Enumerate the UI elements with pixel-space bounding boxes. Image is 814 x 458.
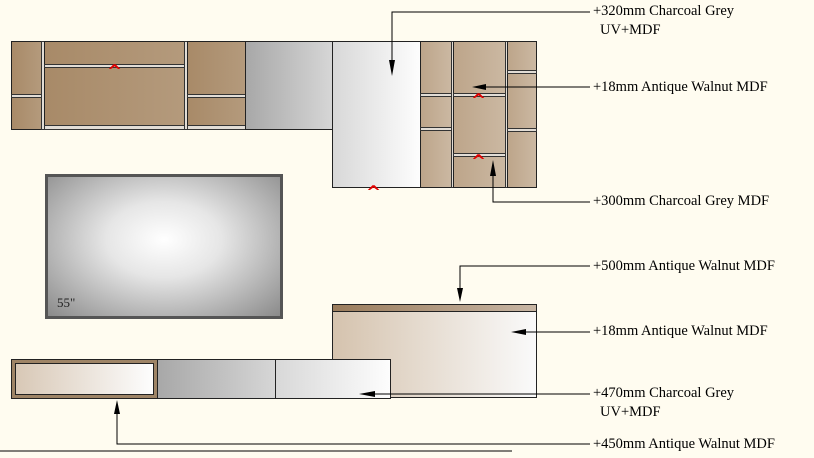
shelf-rail — [507, 70, 537, 74]
opening-marker-icon: ^ — [471, 151, 487, 172]
walnut-panel — [187, 41, 246, 130]
annotation-label: +470mm Charcoal Grey — [593, 385, 735, 401]
annotation-label: +320mm Charcoal Grey — [593, 3, 735, 19]
walnut-drawer — [15, 363, 154, 395]
annotation-label: +450mm Antique Walnut MDF — [593, 436, 775, 452]
annotation-label: +18mm Antique Walnut MDF — [593, 79, 768, 95]
annotation-label: UV+MDF — [600, 22, 661, 38]
charcoal-panel — [245, 41, 333, 130]
opening-marker-icon: ^ — [107, 61, 123, 82]
walnut-panel — [11, 41, 42, 130]
annotation-label: +18mm Antique Walnut MDF — [593, 323, 768, 339]
tv-size-label: 55" — [57, 295, 76, 310]
opening-marker-icon: ^ — [366, 182, 382, 203]
annotation-label: +300mm Charcoal Grey MDF — [593, 193, 770, 209]
charcoal-panel — [157, 359, 276, 399]
shelf-rail — [507, 128, 537, 132]
walnut-column — [453, 41, 506, 188]
tv-screen: 55" — [45, 174, 283, 319]
annotation-label: +500mm Antique Walnut MDF — [593, 258, 775, 274]
annotation-label: UV+MDF — [600, 404, 661, 420]
opening-marker-icon: ^ — [471, 90, 487, 111]
walnut-column — [507, 41, 537, 188]
